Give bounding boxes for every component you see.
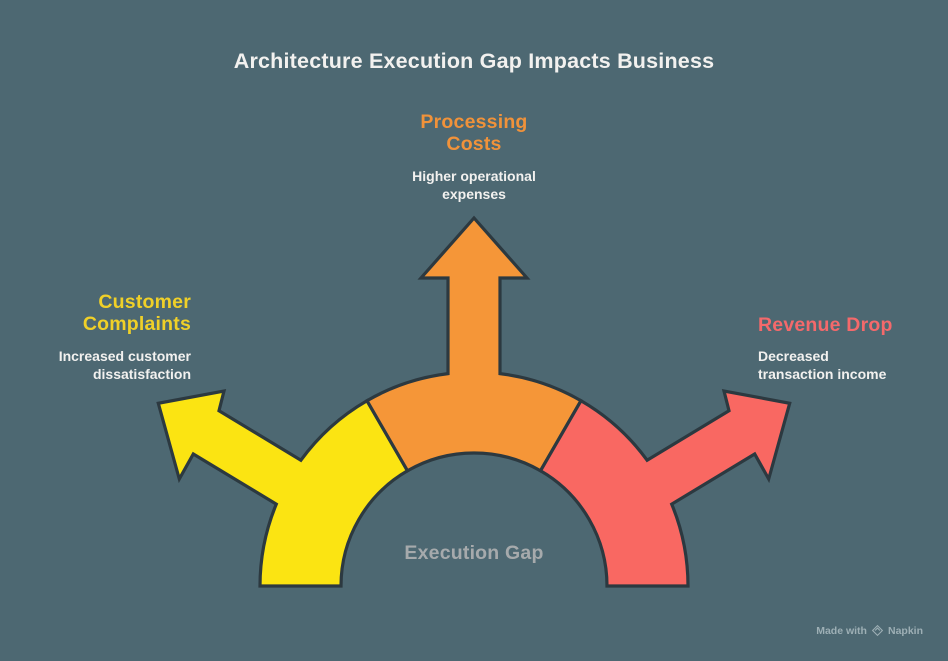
center-label: Execution Gap bbox=[404, 542, 544, 564]
revenue-drop-heading: Revenue Drop bbox=[758, 314, 893, 336]
customer-complaints-heading: Customer Complaints bbox=[82, 291, 191, 335]
revenue-drop-arrow bbox=[538, 388, 792, 588]
processing-costs-heading: Processing Costs bbox=[420, 111, 528, 155]
processing-costs-description: Higher operational expenses bbox=[412, 168, 536, 202]
napkin-logo-icon bbox=[871, 624, 884, 637]
customer-complaints-description: Increased customer dissatisfaction bbox=[58, 348, 191, 382]
watermark-brand: Napkin bbox=[887, 624, 923, 637]
page-title: Architecture Execution Gap Impacts Busin… bbox=[233, 49, 715, 73]
watermark: Made with Napkin bbox=[816, 624, 923, 637]
processing-costs-arrow bbox=[364, 215, 584, 473]
customer-complaints-arrow bbox=[156, 388, 410, 588]
watermark-prefix: Made with bbox=[816, 624, 867, 637]
revenue-drop-description: Decreased transaction income bbox=[758, 348, 887, 382]
